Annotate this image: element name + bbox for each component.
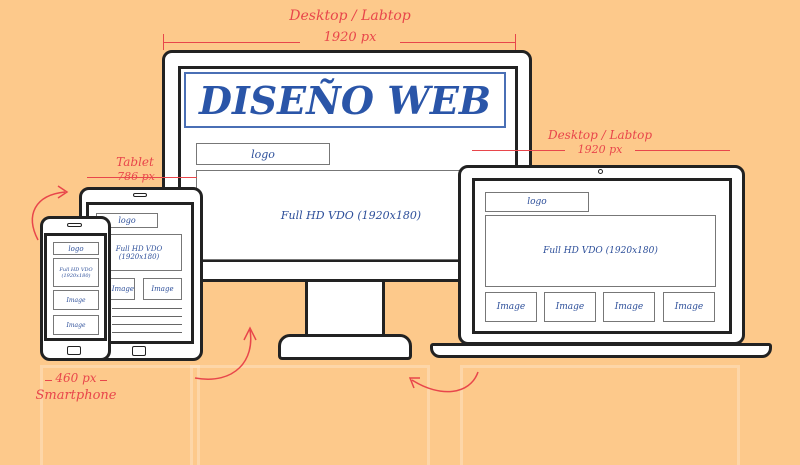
text-line <box>112 316 182 317</box>
tablet-speaker <box>133 193 147 197</box>
image-text: Image <box>614 302 644 312</box>
text-line <box>112 332 182 333</box>
video-size-text: (1920x180) <box>118 252 160 261</box>
camera-icon <box>598 169 603 174</box>
desk-reflection <box>40 365 200 465</box>
video-text: Full HD VDO (1920x180) <box>543 246 658 256</box>
smartphone-width: 460 px <box>52 371 100 385</box>
logo-text: logo <box>118 216 136 225</box>
desktop-video: Full HD VDO (1920x180) <box>196 170 506 260</box>
image-text: Image <box>555 302 585 312</box>
dimension-tick <box>163 34 164 50</box>
desk-reflection <box>190 365 430 465</box>
phone-logo: logo <box>53 242 99 255</box>
phone-speaker <box>67 223 82 227</box>
tablet-dimension-line <box>87 177 197 178</box>
logo-text: logo <box>68 244 84 253</box>
text-line <box>112 308 182 309</box>
video-size-text: (1920x180) <box>61 272 91 279</box>
desktop-logo: logo <box>196 143 330 165</box>
dimension-tick <box>515 34 516 50</box>
phone-image: Image <box>53 315 99 335</box>
smartphone-label: Smartphone <box>35 388 117 403</box>
image-text: Image <box>674 302 704 312</box>
laptop-base <box>430 343 772 358</box>
header-text: DISEÑO WEB <box>199 77 491 123</box>
laptop-image: Image <box>485 292 537 322</box>
laptop-logo: logo <box>485 192 589 212</box>
laptop-width: 1920 px <box>565 143 635 156</box>
curved-arrow-icon <box>408 371 479 393</box>
laptop-image: Image <box>663 292 715 322</box>
laptop-video: Full HD VDO (1920x180) <box>485 215 716 287</box>
desktop-width: 1920 px <box>300 30 400 45</box>
image-text: Image <box>111 285 134 293</box>
image-text: Image <box>496 302 526 312</box>
phone-home-button <box>67 346 81 355</box>
desk-reflection <box>460 365 740 465</box>
desktop-header: DISEÑO WEB <box>184 72 506 128</box>
video-text: Full HD VDO <box>59 266 93 273</box>
phone-video: Full HD VDO(1920x180) <box>53 258 99 287</box>
laptop-label: Desktop / Labtop <box>547 128 653 142</box>
tablet-home-button <box>132 346 146 356</box>
laptop-image: Image <box>544 292 596 322</box>
image-text: Image <box>151 285 174 293</box>
tablet-width: 786 px <box>117 170 155 183</box>
text-line <box>112 324 182 325</box>
curved-arrow-icon <box>31 185 69 241</box>
desktop-label: Desktop / Labtop <box>289 8 411 24</box>
logo-text: logo <box>527 197 547 207</box>
curved-arrow-icon <box>194 326 257 380</box>
tablet-label: Tablet <box>116 155 154 169</box>
video-text: Full HD VDO (1920x180) <box>280 208 422 222</box>
tablet-logo: logo <box>96 213 158 228</box>
phone-image: Image <box>53 290 99 310</box>
laptop-image: Image <box>603 292 655 322</box>
logo-text: logo <box>251 147 275 161</box>
tablet-image: Image <box>143 278 182 300</box>
image-text: Image <box>66 321 86 329</box>
monitor-base <box>278 334 412 360</box>
image-text: Image <box>66 296 86 304</box>
video-text: Full HD VDO <box>115 244 163 253</box>
